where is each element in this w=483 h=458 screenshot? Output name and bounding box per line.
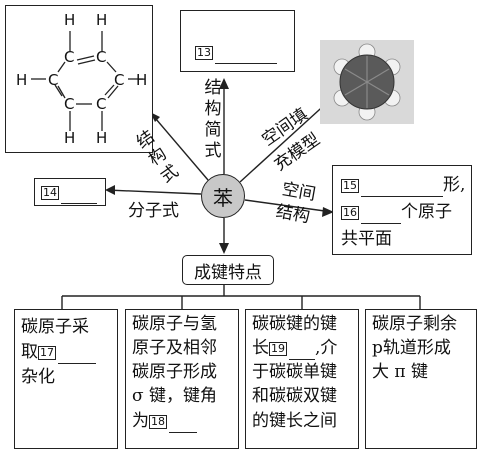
atom-c: C <box>48 71 58 89</box>
simple-formula-box: 13 <box>180 10 295 72</box>
atom-c: C <box>64 95 74 113</box>
blank-number-15: 15 <box>341 178 359 193</box>
answer-blank-16[interactable] <box>361 205 401 224</box>
blank-number-13: 13 <box>195 45 213 60</box>
blank-number-18: 18 <box>149 414 167 429</box>
atom-h: H <box>64 11 75 29</box>
feature-box-pi-bond: 碳原子剩余 p轨道形成 大 π 键 <box>365 309 477 449</box>
answer-blank-17[interactable] <box>58 345 96 364</box>
blank-number-17: 17 <box>38 345 56 360</box>
molecular-formula-label: 分子式 <box>128 201 179 221</box>
answer-blank-18[interactable] <box>169 414 197 433</box>
blank-number-14: 14 <box>41 185 59 200</box>
bonding-features-title: 成键特点 <box>182 255 274 285</box>
blank-number-16: 16 <box>341 205 359 220</box>
blank-number-19: 19 <box>269 341 287 356</box>
molecular-formula-box: 14 <box>34 178 106 206</box>
atom-h: H <box>96 11 107 29</box>
atom-h: H <box>16 71 27 89</box>
answer-blank-15[interactable] <box>361 178 443 197</box>
benzene-structural-formula: H H C C H C C H C C H H <box>16 11 147 147</box>
benzene-center-node: 苯 <box>201 174 245 218</box>
atom-c: C <box>96 95 106 113</box>
atom-h: H <box>96 129 107 147</box>
answer-blank-13[interactable] <box>215 45 277 64</box>
benzene-space-filling-model-icon <box>320 40 414 124</box>
simple-formula-label: 结构简式 <box>204 78 222 161</box>
atom-c: C <box>96 48 106 66</box>
answer-blank-14[interactable] <box>61 185 97 204</box>
atom-c: C <box>114 71 124 89</box>
structural-formula-box: H H C C H C C H C C H H <box>5 5 153 153</box>
space-filling-box <box>320 40 414 124</box>
answer-blank-19[interactable] <box>289 341 315 360</box>
atom-h: H <box>136 71 147 89</box>
atom-h: H <box>64 129 75 147</box>
atom-c: C <box>64 48 74 66</box>
